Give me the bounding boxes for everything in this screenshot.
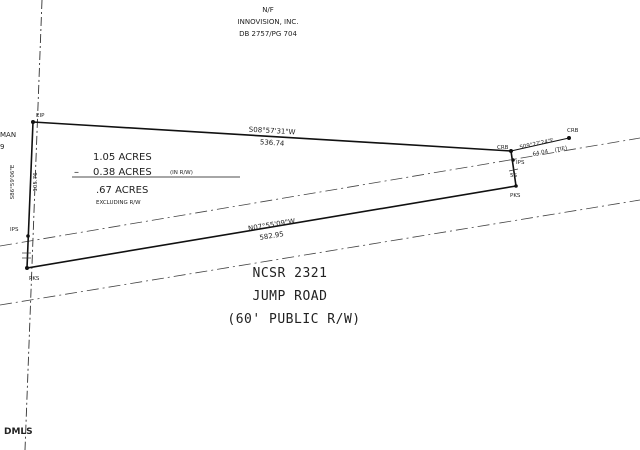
west-iron-marker bbox=[26, 234, 30, 238]
acreage-minus: – bbox=[74, 167, 79, 178]
road-row-width: (60' PUBLIC R/W) bbox=[227, 312, 360, 327]
corner-ne-label: CRB bbox=[497, 145, 509, 151]
acreage-net: .67 ACRES bbox=[96, 185, 148, 196]
neighbor-left-name: MAN bbox=[0, 131, 16, 139]
north-bearing: S08°57'31"W bbox=[249, 126, 296, 137]
mls-watermark: DMLS bbox=[4, 427, 33, 437]
acreage-row-note: (IN R/W) bbox=[170, 170, 193, 176]
west-bearing: S86°59'06"E bbox=[10, 164, 16, 199]
corner-east-iron-label: IPS bbox=[516, 160, 525, 166]
west-distance: 105.76 bbox=[33, 172, 39, 192]
nw-corner-marker bbox=[31, 120, 35, 124]
corner-sw-label: PKS bbox=[29, 276, 40, 282]
north-distance: 536.74 bbox=[260, 138, 285, 148]
corner-west-iron-label: IPS bbox=[10, 227, 19, 233]
tie-distance: 64.04 bbox=[532, 149, 549, 158]
acreage-row: 0.38 ACRES bbox=[93, 167, 152, 178]
acreage-excluding: EXCLUDING R/W bbox=[96, 200, 141, 206]
neighbor-left-deed: 9 bbox=[0, 143, 4, 151]
east-tick bbox=[508, 168, 519, 172]
corner-tie-end-label: CRB bbox=[567, 128, 579, 134]
row-line-lower bbox=[0, 199, 640, 306]
east-iron-marker bbox=[511, 158, 515, 162]
ne-corner-marker bbox=[509, 149, 513, 153]
se-corner-marker bbox=[514, 184, 518, 188]
south-bearing: N07°55'09"W bbox=[248, 217, 296, 233]
road-number: NCSR 2321 bbox=[253, 266, 328, 281]
corner-se-label: PKS bbox=[510, 193, 521, 199]
south-distance: 582.95 bbox=[259, 230, 284, 242]
corner-nw-label: EIP bbox=[36, 113, 45, 119]
tie-note: (TIE) bbox=[554, 145, 568, 154]
neighbor-top-deed: DB 2757/PG 704 bbox=[239, 30, 297, 38]
acreage-total: 1.05 ACRES bbox=[93, 152, 152, 163]
corner-east-line-label: 5S bbox=[510, 173, 517, 179]
neighbor-top-nf: N/F bbox=[262, 6, 274, 14]
tie-bearing: S09°27'24"E bbox=[519, 138, 555, 151]
sw-corner-marker bbox=[25, 266, 29, 270]
row-line-upper bbox=[0, 137, 640, 247]
tie-line bbox=[510, 137, 570, 152]
tie-end-marker bbox=[567, 136, 571, 140]
road-name: JUMP ROAD bbox=[253, 289, 328, 304]
west-adjoiner-line bbox=[24, 0, 43, 450]
neighbor-top-name: INNOVISION, INC. bbox=[238, 18, 299, 26]
